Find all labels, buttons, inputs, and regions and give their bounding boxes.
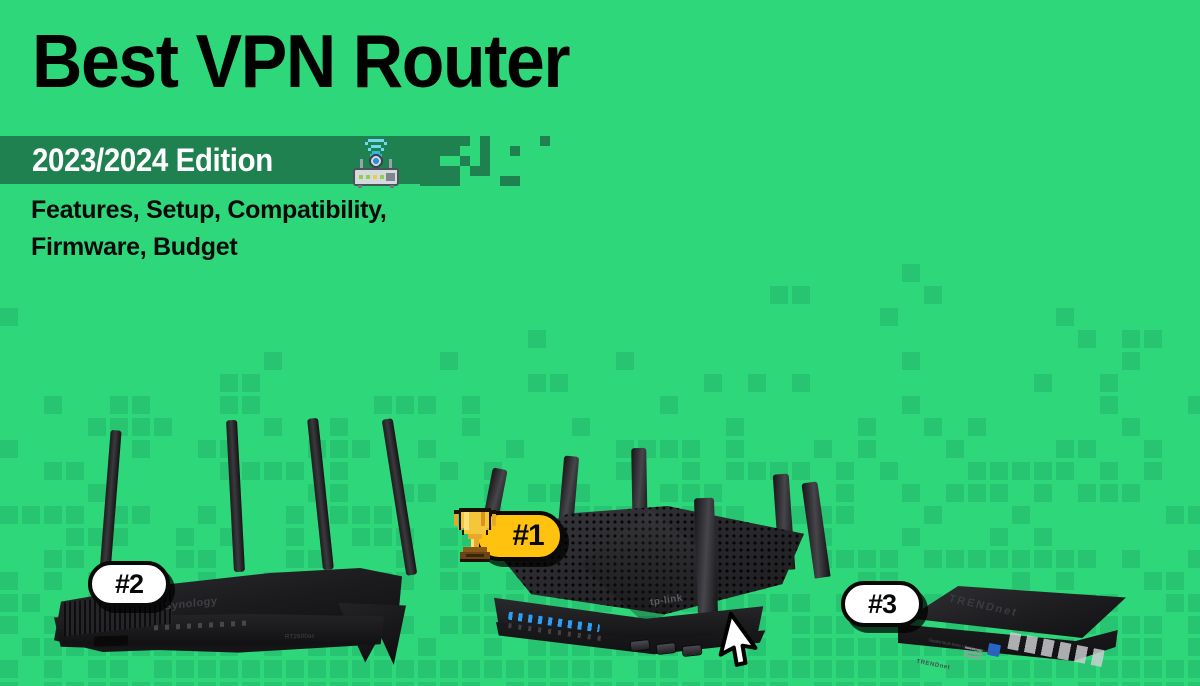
antenna — [693, 497, 719, 617]
rank-badge-label: #1 — [512, 519, 544, 552]
router-button[interactable] — [681, 643, 703, 658]
product-router-2[interactable]: Synology RT2600ac — [42, 417, 442, 686]
antenna — [307, 417, 334, 571]
router-brand-label-small: TRENDnet — [915, 658, 951, 672]
antenna — [226, 419, 245, 573]
rank-badge-3[interactable]: #3 — [841, 581, 923, 627]
product-router-1[interactable]: tp-link — [460, 440, 831, 686]
page-title: Best VPN Router — [32, 19, 571, 103]
antenna — [381, 418, 418, 576]
router-wifi-icon — [348, 137, 404, 189]
router-button[interactable] — [629, 638, 651, 653]
subtitle: Features, Setup, Compatibility, Firmware… — [31, 196, 387, 261]
rank-badge-label: #2 — [114, 568, 144, 599]
router-model-label: RT2600ac — [285, 633, 315, 641]
router-port — [94, 635, 128, 647]
product-router-3[interactable]: TRENDnet Gigabit Multi-WAN VPN Business … — [898, 578, 1148, 686]
router-button[interactable] — [655, 641, 677, 656]
trophy-icon — [452, 504, 498, 562]
rank-badge-2[interactable]: #2 — [88, 561, 170, 607]
edition-label: 2023/2024 Edition — [32, 142, 273, 178]
banner-pixel-trail — [420, 136, 560, 186]
rank-badge-label: #3 — [867, 588, 897, 619]
antenna — [801, 481, 831, 579]
mouse-pointer-icon — [714, 611, 758, 674]
